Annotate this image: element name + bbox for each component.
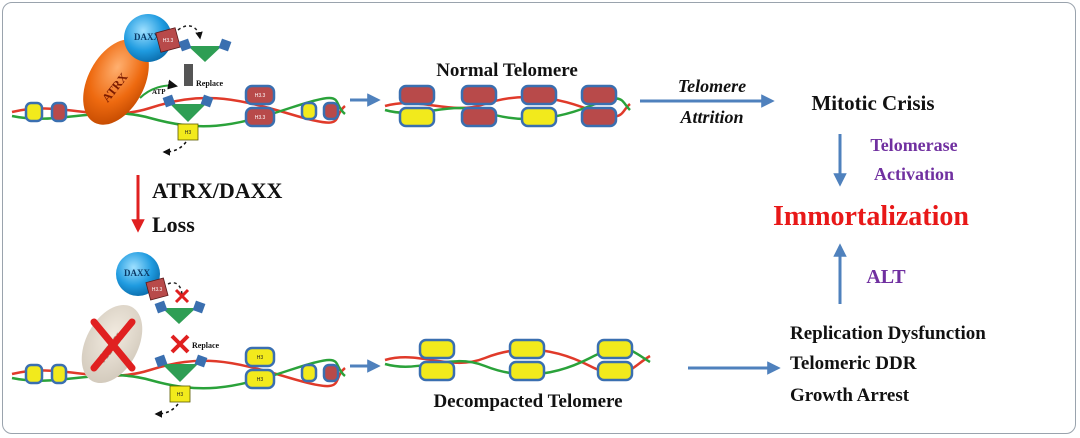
atp-arrow (139, 79, 178, 99)
replace-label-bottom: Replace (192, 341, 220, 350)
normal-telomere-nucleosomes (398, 84, 618, 128)
svg-text:H3: H3 (257, 377, 264, 383)
small-nucleosome-h33 (50, 101, 68, 123)
outcome-replication-dysfunction: Replication Dysfunction (790, 323, 986, 344)
small-nucleosome-bottom-3 (300, 363, 318, 383)
outcome-telomeric-ddr: Telomeric DDR (790, 353, 917, 374)
h33-histone-cube: H3.3 (155, 27, 181, 53)
small-nucleosome-bottom-1 (24, 363, 44, 385)
red-x-icon (170, 334, 190, 354)
atrx-lost-protein: ATRX (81, 304, 143, 384)
svg-text:H3.3: H3.3 (152, 287, 163, 293)
decompacted-telomere-nucleosomes (418, 338, 634, 382)
chaperone-complex-bottom-top (154, 300, 206, 324)
atrx-protein: ATRX (83, 39, 149, 125)
svg-text:H3.3: H3.3 (163, 38, 174, 44)
small-nucleosome-h3 (24, 101, 44, 123)
h3-removal-arrow (162, 141, 187, 156)
small-nucleosome-bottom-4 (322, 363, 340, 383)
replace-bar (184, 64, 193, 86)
immortalization-label: Immortalization (773, 201, 969, 232)
nucleosome-stack-bottom-left: H3 H3 (244, 346, 276, 390)
svg-text:H3: H3 (177, 392, 184, 398)
chaperone-complex-bottom: H3 (162, 94, 214, 141)
replace-label: Replace (196, 79, 224, 88)
mitotic-crisis-label: Mitotic Crisis (811, 91, 934, 115)
svg-text:H3: H3 (257, 355, 264, 361)
alt-label: ALT (866, 266, 906, 288)
dotted-transfer-arrow (177, 25, 203, 40)
dna-strand-bottom-left (11, 358, 346, 390)
loss-line2: Loss (152, 212, 195, 237)
loss-line1: ATRX/DAXX (152, 178, 282, 203)
svg-text:H3.3: H3.3 (255, 93, 266, 99)
h33-histone-cube-bottom: H3.3 (145, 277, 169, 301)
small-nucleosome-h3-right (300, 101, 318, 121)
telomere-attrition-line1: Telomere (678, 76, 746, 96)
outcome-growth-arrest: Growth Arrest (790, 385, 910, 406)
telomerase-line2: Activation (874, 164, 954, 184)
daxx-label: DAXX (134, 32, 160, 42)
small-nucleosome-h33-right (322, 101, 340, 121)
svg-text:H3.3: H3.3 (255, 115, 266, 121)
telomerase-line1: Telomerase (870, 135, 957, 155)
dotted-transfer-arrow-bottom (167, 282, 183, 297)
atp-label: ATP (152, 88, 166, 96)
nucleosome-stack-top-left: H3.3 H3.3 (244, 84, 276, 128)
red-x-icon (90, 318, 136, 372)
decompacted-telomere-label: Decompacted Telomere (433, 391, 622, 412)
small-nucleosome-bottom-2 (50, 363, 68, 385)
h3-arrow-bottom (154, 403, 179, 418)
telomere-attrition-line2: Attrition (679, 107, 743, 127)
chaperone-complex-bottom-bottom: H3 (154, 354, 208, 403)
svg-text:DAXX: DAXX (124, 268, 150, 278)
normal-telomere-label: Normal Telomere (436, 60, 578, 81)
svg-text:H3: H3 (185, 130, 192, 136)
red-x-icon (174, 288, 190, 304)
chaperone-complex-top (178, 38, 232, 62)
